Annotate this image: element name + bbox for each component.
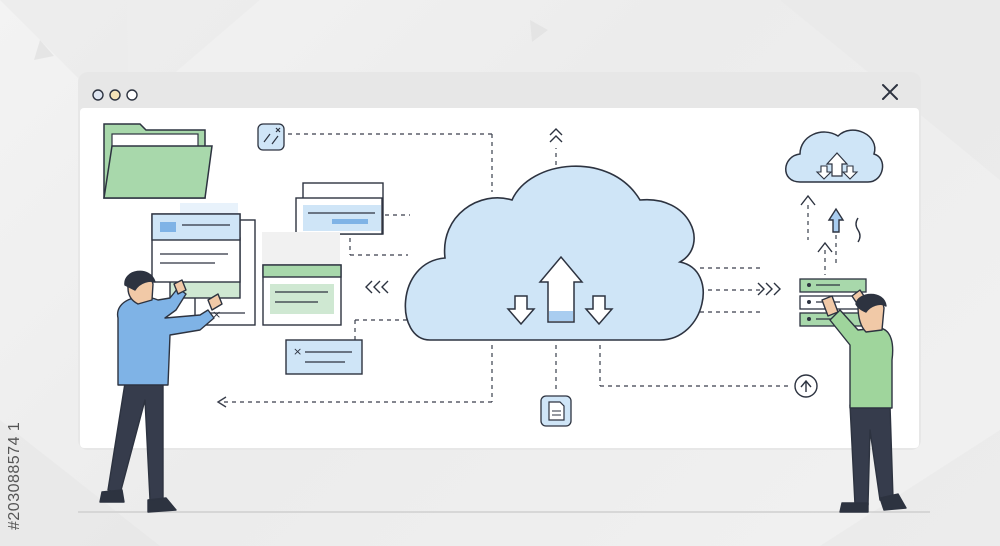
- small-cloud-sync-icon: [785, 129, 884, 183]
- svg-text:×: ×: [293, 345, 302, 358]
- file-icon: [540, 395, 572, 427]
- close-icon[interactable]: [882, 84, 898, 100]
- person-right: [821, 289, 907, 513]
- window-dot-blue[interactable]: [126, 89, 138, 101]
- broken-link-icon: [257, 123, 285, 151]
- person-left: [99, 270, 223, 513]
- message-card-icon: ×: [285, 339, 363, 375]
- window-dot-yellow[interactable]: [109, 89, 121, 101]
- document-stack-icon: ×: [151, 203, 256, 326]
- chevrons-right: [757, 282, 781, 296]
- svg-text:×: ×: [212, 308, 221, 321]
- window-dot-red[interactable]: [92, 89, 104, 101]
- folder-icon: [103, 123, 213, 199]
- window-card-blue: [295, 182, 384, 235]
- connector-lines: [220, 133, 837, 403]
- chevrons-up: [549, 128, 563, 143]
- stock-id-label: #203088574 1: [6, 421, 23, 530]
- upload-circle-icon: [794, 374, 818, 398]
- arrowhead-left: [216, 396, 227, 408]
- upload-arrows: [800, 194, 861, 253]
- cloud-upload-download-icon: [404, 165, 704, 341]
- chevrons-left: [365, 280, 389, 294]
- window-card-green: [262, 232, 342, 326]
